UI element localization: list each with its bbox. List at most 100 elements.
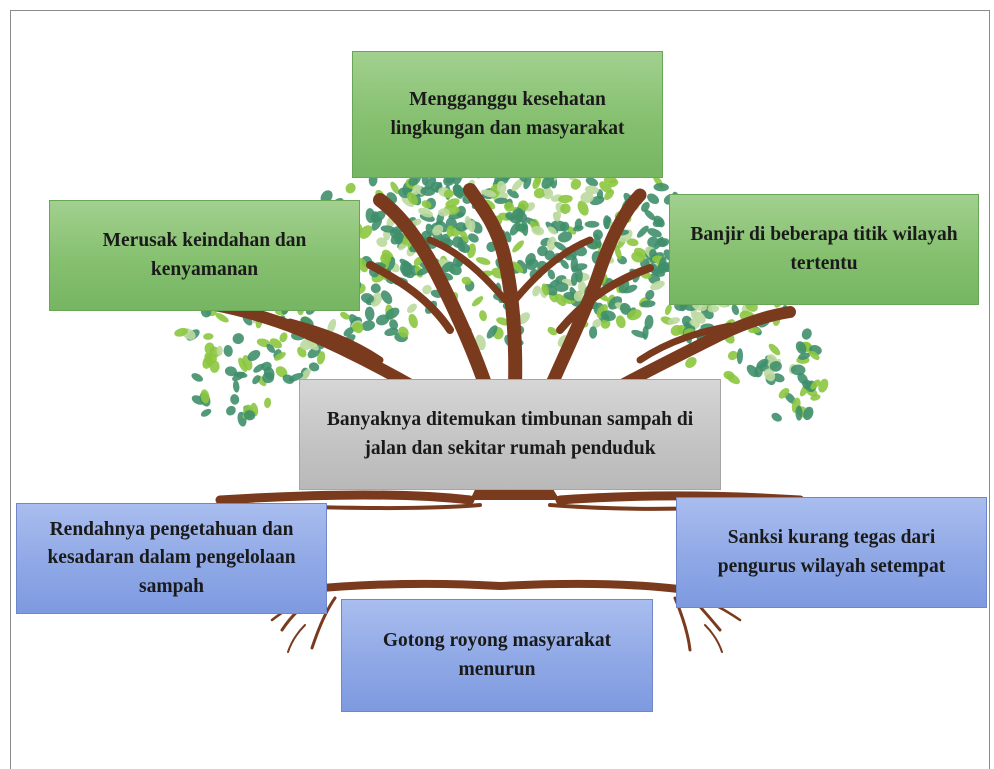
leaf	[475, 257, 491, 265]
leaf	[694, 311, 706, 324]
leaf	[232, 380, 240, 393]
leaf	[801, 328, 812, 340]
leaf	[200, 408, 212, 417]
leaf	[407, 191, 418, 206]
effect-box-right: Banjir di beberapa titik wilayah tertent…	[669, 194, 979, 305]
effect-left-text: Merusak keindahan dan kenyamanan	[102, 230, 307, 280]
leaf	[627, 309, 642, 321]
leaf	[174, 327, 189, 337]
leaf	[504, 201, 515, 212]
leaf	[511, 261, 524, 274]
effect-top-text: Mengganggu kesehatan lingkungan dan masy…	[390, 89, 625, 139]
leaf	[238, 357, 248, 372]
leaf	[370, 283, 381, 294]
effect-right-text: Banjir di beberapa titik wilayah tertent…	[690, 224, 958, 274]
leaf	[209, 360, 220, 373]
leaf	[411, 218, 422, 226]
leaf	[200, 389, 210, 404]
leaf	[460, 243, 470, 254]
leaf	[795, 341, 807, 355]
leaf	[667, 317, 681, 325]
leaf	[641, 201, 650, 212]
leaf	[385, 307, 400, 320]
leaf	[784, 392, 796, 404]
leaf	[253, 363, 265, 373]
leaf	[727, 350, 738, 361]
leaf	[432, 224, 444, 236]
cause-bottom-text: Gotong royong masyarakat menurun	[382, 630, 612, 680]
leaf	[554, 241, 567, 252]
leaf	[204, 352, 213, 367]
leaf	[274, 352, 286, 361]
leaf	[584, 185, 599, 195]
leaf	[380, 225, 396, 233]
leaf	[364, 306, 375, 321]
leaf	[723, 370, 735, 380]
leaf	[664, 304, 672, 316]
leaf	[275, 366, 288, 378]
leaf	[557, 231, 573, 243]
leaf	[764, 368, 776, 382]
leaf	[514, 211, 527, 223]
leaf	[375, 314, 390, 326]
leaf	[685, 357, 697, 368]
cause-left-text: Rendahnya pengetahuan dan kesadaran dala…	[47, 519, 296, 597]
leaf	[390, 181, 400, 194]
leaf	[795, 405, 803, 421]
leaf	[345, 182, 356, 194]
leaf	[810, 379, 821, 390]
leaf	[670, 324, 683, 336]
leaf	[558, 194, 573, 204]
cause-box-bottom: Gotong royong masyarakat menurun	[341, 599, 653, 712]
leaf	[584, 220, 600, 228]
leaf	[653, 182, 669, 192]
leaf	[494, 197, 508, 205]
leaf	[537, 245, 548, 257]
leaf	[327, 318, 337, 333]
leaf	[264, 397, 272, 408]
leaf	[509, 222, 521, 236]
leaf	[401, 196, 414, 208]
leaf	[578, 280, 587, 295]
leaf	[247, 349, 261, 362]
leaf	[407, 303, 417, 314]
leaf	[343, 327, 355, 337]
leaf	[604, 189, 615, 200]
leaf	[471, 296, 484, 307]
leaf	[307, 339, 319, 351]
leaf	[771, 412, 782, 422]
leaf	[533, 187, 546, 199]
leaf	[614, 245, 622, 260]
leaf	[223, 345, 233, 357]
leaf	[408, 313, 418, 329]
leaf	[517, 312, 531, 325]
leaf	[282, 374, 295, 384]
leaf	[203, 333, 214, 340]
cause-box-left: Rendahnya pengetahuan dan kesadaran dala…	[16, 503, 327, 614]
leaf	[215, 312, 229, 323]
leaf	[496, 180, 507, 194]
leaf	[459, 229, 469, 243]
leaf	[507, 189, 519, 199]
leaf	[560, 203, 571, 214]
leaf	[376, 237, 388, 248]
leaf	[224, 366, 237, 377]
leaf	[512, 240, 524, 253]
leaf	[340, 311, 350, 320]
leaf	[572, 225, 584, 232]
leaf	[398, 326, 409, 338]
leaf	[577, 200, 589, 216]
leaf	[359, 225, 373, 239]
leaf	[707, 304, 720, 313]
leaf	[541, 283, 549, 296]
leaf	[496, 317, 510, 326]
leaf	[588, 326, 598, 339]
leaf	[647, 193, 660, 205]
leaf	[317, 351, 326, 365]
leaf	[438, 208, 450, 217]
leaf	[592, 318, 602, 328]
leaf	[380, 253, 392, 264]
leaf	[748, 327, 761, 334]
leaf	[626, 238, 639, 247]
leaf	[736, 348, 744, 365]
